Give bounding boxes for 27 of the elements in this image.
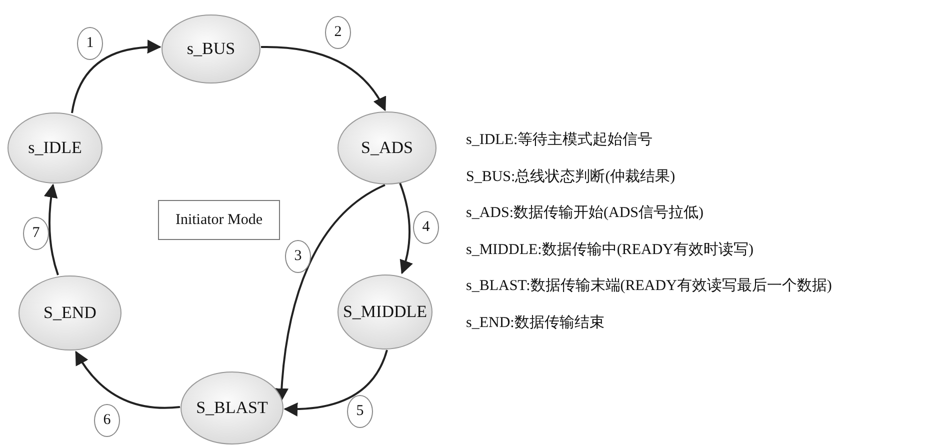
state-ellipse: S_END xyxy=(18,275,122,351)
step-number: 3 xyxy=(285,240,311,273)
state-ellipse: S_ADS xyxy=(337,111,437,185)
step-number: 6 xyxy=(94,404,120,437)
step-number: 5 xyxy=(347,395,373,428)
state-description: s_ADS:数据传输开始(ADS信号拉低) xyxy=(466,204,704,222)
arrow xyxy=(284,350,388,416)
step-number: 2 xyxy=(325,16,351,49)
step-number: 7 xyxy=(23,217,49,250)
arrow xyxy=(261,46,386,112)
arrow xyxy=(44,184,59,276)
arrow xyxy=(75,350,180,409)
state-description: s_MIDDLE:数据传输中(READY有效时读写) xyxy=(466,240,754,259)
state-ellipse: s_BUS xyxy=(161,14,261,84)
mode-box: Initiator Mode xyxy=(158,200,280,240)
state-description: s_IDLE:等待主模式起始信号 xyxy=(466,130,653,149)
state-description: s_BLAST:数据传输末端(READY有效读写最后一个数据) xyxy=(466,276,832,296)
arrow xyxy=(274,184,386,402)
state-ellipse: S_MIDDLE xyxy=(337,274,433,350)
step-number: 4 xyxy=(413,211,439,244)
arrow xyxy=(71,40,162,114)
state-ellipse: S_BLAST xyxy=(180,371,284,445)
state-ellipse: s_IDLE xyxy=(7,112,103,184)
state-description: S_BUS:总线状态判断(仲裁结果) xyxy=(466,168,676,186)
step-number: 1 xyxy=(77,27,103,60)
state-description: s_END:数据传输结束 xyxy=(466,314,604,332)
arrow xyxy=(399,182,413,274)
